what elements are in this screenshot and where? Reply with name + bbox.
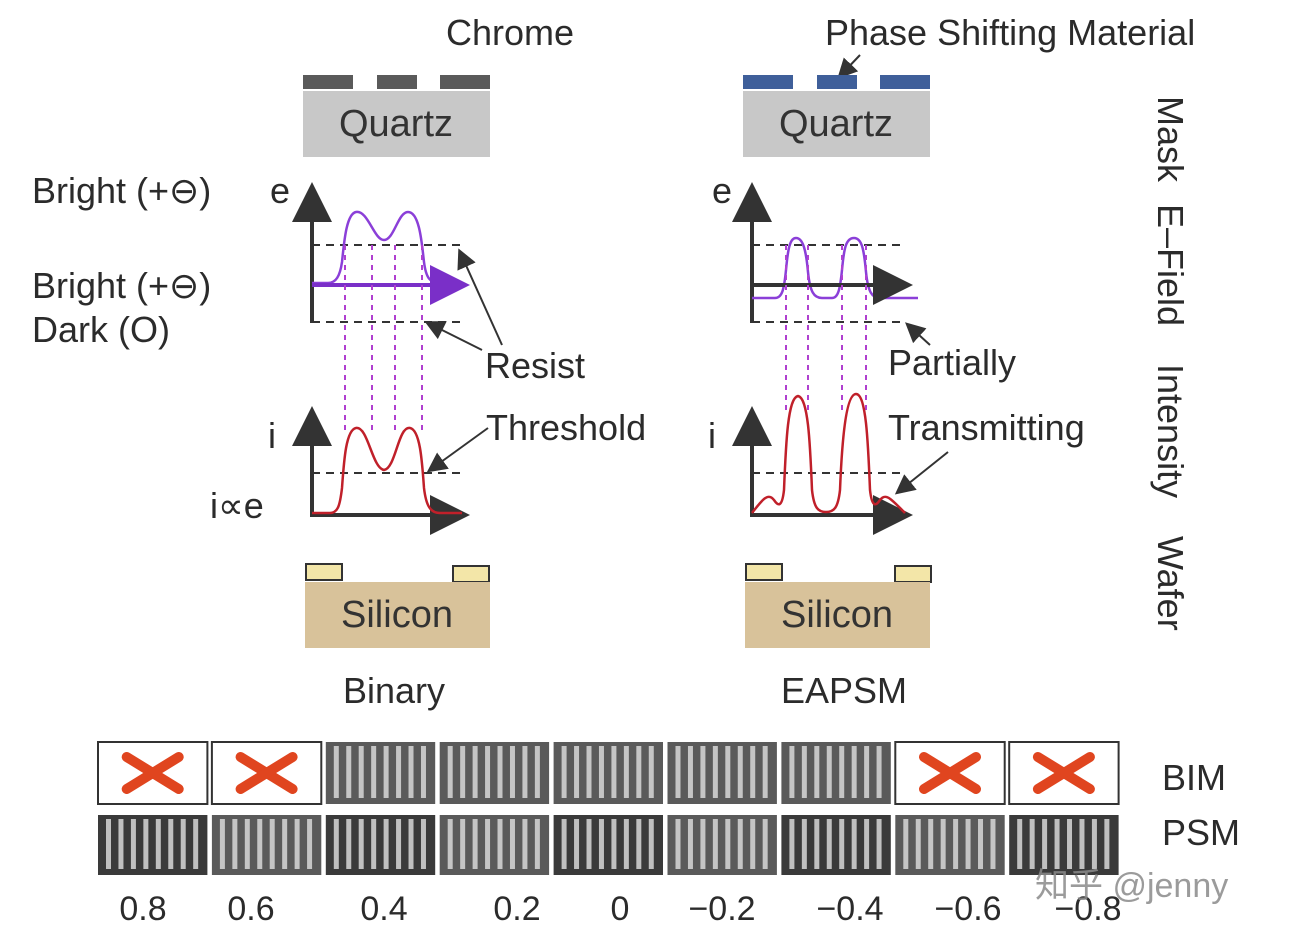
i-axis-label-eapsm: i [708,415,716,456]
side-label: Mask E–Field Intensity Wafer [1150,96,1191,631]
intensity-curve [751,392,906,514]
binary-intensity-plot [292,406,470,535]
psm-cell [895,815,1005,875]
resist-leader-1 [457,248,503,346]
focus-value-label: −0.8 [1054,890,1121,928]
focus-value-label: 0.6 [227,890,274,928]
resist-block [305,563,343,581]
quartz-label: Quartz [779,103,893,145]
chrome-segment [377,75,417,89]
resist-label: Resist [485,345,585,386]
bim-cell [894,741,1006,805]
projection-lines [344,245,867,430]
psm-cell [439,815,550,875]
phase-material-segment [743,75,793,89]
partially-leader [905,322,931,346]
quartz-block [303,91,490,157]
chrome-segment [440,75,490,89]
binary-mask: Quartz [303,75,490,157]
eapsm-mask: Quartz [743,75,930,157]
bim-row-label: BIM [1162,757,1226,798]
threshold-leader [426,427,489,473]
e-axis-label-eapsm: e [712,170,732,211]
psm-image-row [98,815,1119,875]
binary-caption: Binary [343,670,445,711]
psm-cell [667,815,777,875]
phase-material-leader [837,54,861,79]
resist-block [745,563,783,581]
focus-value-label: 0.4 [360,890,407,928]
psm-cell [98,815,208,875]
efield-curve [752,236,918,300]
intensity-curve [312,426,462,515]
bim-cell [553,742,663,804]
chrome-label: Chrome [446,12,574,53]
focus-value-label: −0.4 [816,890,883,928]
silicon-block [305,582,490,648]
side-label-efield: E–Field [1150,204,1191,326]
side-label-intensity: Intensity [1150,364,1191,498]
bim-cell [325,742,436,804]
threshold-label: Threshold [486,407,646,448]
silicon-label: Silicon [341,594,453,636]
bim-image-row [97,741,1120,805]
psm-cell [1009,815,1119,875]
eapsm-intensity-plot [732,392,913,535]
eapsm-efield-plot [732,182,918,323]
chrome-segment [303,75,353,89]
side-label-mask: Mask [1150,96,1191,183]
partially-label: Partially [888,342,1016,383]
side-label-wafer: Wafer [1150,536,1191,631]
binary-efield-plot [292,182,470,323]
quartz-label: Quartz [339,103,453,145]
resist-block [894,565,932,583]
watermark: 知乎 @jenny [1035,867,1228,905]
bim-cell [667,742,777,804]
quartz-block [743,91,930,157]
psm-cell [325,815,436,875]
focus-value-label: 0.2 [493,890,540,928]
focus-value-label: 0.8 [119,890,166,928]
psm-cell [211,815,322,875]
eapsm-caption: EAPSM [781,670,907,711]
i-prop-e-label: i∝e [210,485,264,526]
psm-cell [781,815,891,875]
e-axis-label-binary: e [270,170,290,211]
bim-cell [97,741,209,805]
silicon-label: Silicon [781,594,893,636]
eapsm-wafer: Silicon [745,563,932,648]
binary-wafer: Silicon [305,563,490,648]
psm-cell [553,815,663,875]
resist-block [452,565,490,583]
focus-value-labels: 0.8 0.6 0.4 0.2 0 −0.2 −0.4 −0.6 −0.8 [119,890,1121,928]
silicon-block [745,582,930,648]
transmitting-leader [894,451,949,495]
focus-value-label: −0.2 [688,890,755,928]
resist-leader-2 [424,321,483,351]
phase-material-segment [817,75,857,89]
efield-curve [312,210,462,285]
focus-value-label: −0.6 [934,890,1001,928]
bim-cell [210,741,323,805]
i-axis-label-binary: i [268,415,276,456]
psm-row-label: PSM [1162,812,1240,853]
bim-cell [1008,741,1120,805]
bim-cell [781,742,891,804]
bim-cell [439,742,550,804]
phase-shifting-material-label: Phase Shifting Material [825,12,1195,53]
focus-value-label: 0 [611,890,630,928]
phase-material-segment [880,75,930,89]
bright-label-top: Bright (+⊖) [32,170,211,211]
transmitting-label: Transmitting [888,407,1085,448]
dark-label: Dark (O) [32,309,170,350]
bright-label-mid: Bright (+⊖) [32,265,211,306]
